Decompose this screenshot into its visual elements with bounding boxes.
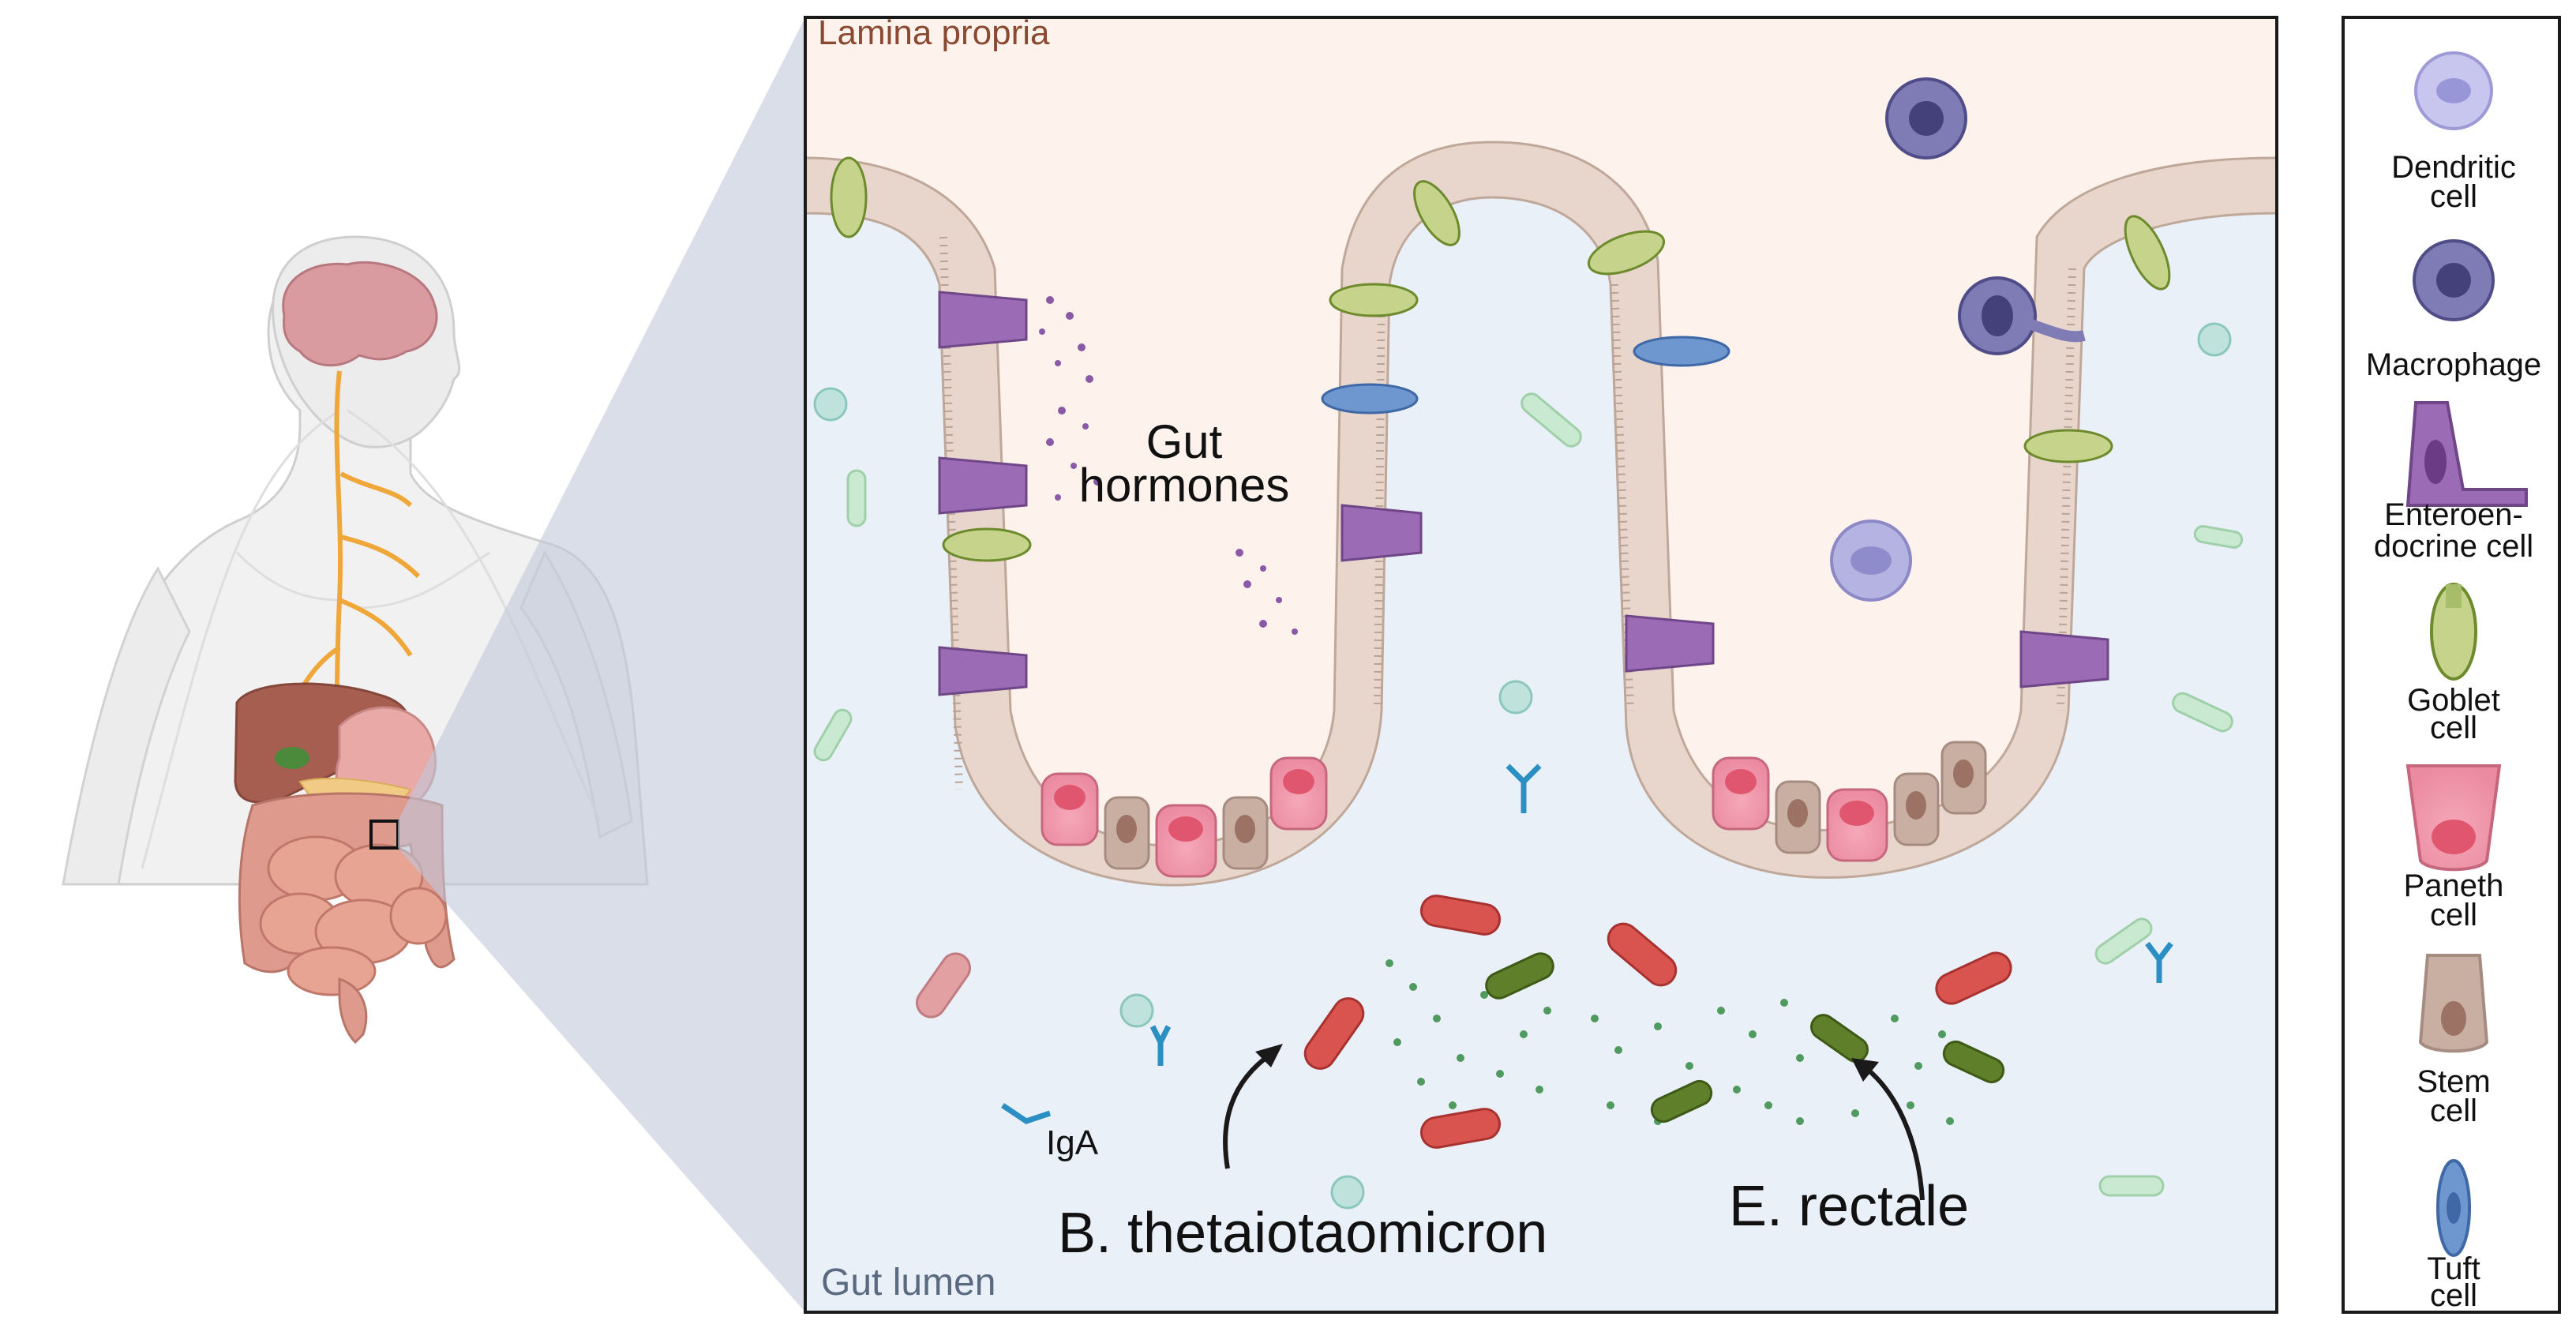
legend-label-tuft-2: cell [2430, 1278, 2477, 1313]
iga-antibodies [1001, 763, 2173, 1124]
e-rectale-bacteria [1485, 952, 2005, 1124]
panel-border [804, 16, 2278, 1314]
macrophage-cells [1885, 77, 2086, 355]
legend-label-paneth-1: Paneth [2404, 868, 2504, 903]
stem-cell-icon [2418, 954, 2489, 1053]
macrophage-icon [2413, 239, 2495, 321]
legend-label-macrophage: Macrophage [2366, 347, 2541, 382]
lamina-propria-region [805, 17, 2277, 846]
enteroendocrine-cells [938, 291, 2109, 696]
small-intestine-icon [259, 835, 448, 996]
gut-lumen-label: Gut lumen [821, 1262, 996, 1304]
goblet-cells [830, 156, 2171, 562]
crypt2-base-cells [1712, 741, 1987, 862]
metabolite-dots [1385, 959, 1954, 1125]
legend-label-dendritic-1: Dendritic [2391, 150, 2516, 185]
iga-label: IgA [1046, 1124, 1099, 1162]
gut-hormones-label-line2: hormones [1079, 459, 1290, 512]
intestinal-panel [805, 17, 2277, 1312]
b-thetaiotaomicron-label: B. thetaiotaomicron [1058, 1202, 1547, 1265]
legend-label-paneth-2: cell [2430, 898, 2477, 932]
legend-label-enteroendocrine-2: docrine cell [2374, 529, 2533, 564]
dendritic-cells [1830, 520, 1912, 602]
brain-icon [282, 261, 438, 367]
legend-label-dendritic-2: cell [2430, 179, 2477, 214]
paneth-cell-icon [2405, 764, 2502, 872]
dendritic-cell-icon [2414, 51, 2493, 130]
lamina-propria-label: Lamina propria [818, 13, 1050, 52]
tuft-cells [1321, 336, 1730, 415]
legend: Dendritic cell Macrophage Enteroen- docr… [2366, 51, 2541, 1313]
crypt1-base-cells [1041, 756, 1328, 878]
gut-hormones-label-line1: Gut [1146, 415, 1223, 468]
arrows [1223, 1052, 1925, 1201]
tuft-cell-icon [2436, 1159, 2471, 1257]
legend-label-stem-1: Stem [2417, 1064, 2490, 1099]
e-rectale-label: E. rectale [1729, 1175, 1969, 1238]
legend-label-tuft-1: Tuft [2427, 1251, 2480, 1286]
b-thetaiotaomicron-bacteria [916, 895, 2012, 1149]
legend-label-goblet-1: Goblet [2407, 683, 2500, 718]
legend-label-enteroendocrine-1: Enteroen- [2384, 497, 2523, 532]
legend-label-stem-2: cell [2430, 1094, 2477, 1128]
commensal-bacteria [813, 392, 2244, 1197]
goblet-cell-icon [2430, 583, 2477, 681]
gut-hormone-dots [1039, 296, 1298, 635]
legend-label-goblet-2: cell [2430, 711, 2477, 745]
zoom-wedge [398, 17, 805, 1312]
enteroendocrine-cell-icon [2405, 401, 2528, 507]
lumen-particles [813, 322, 2232, 1210]
